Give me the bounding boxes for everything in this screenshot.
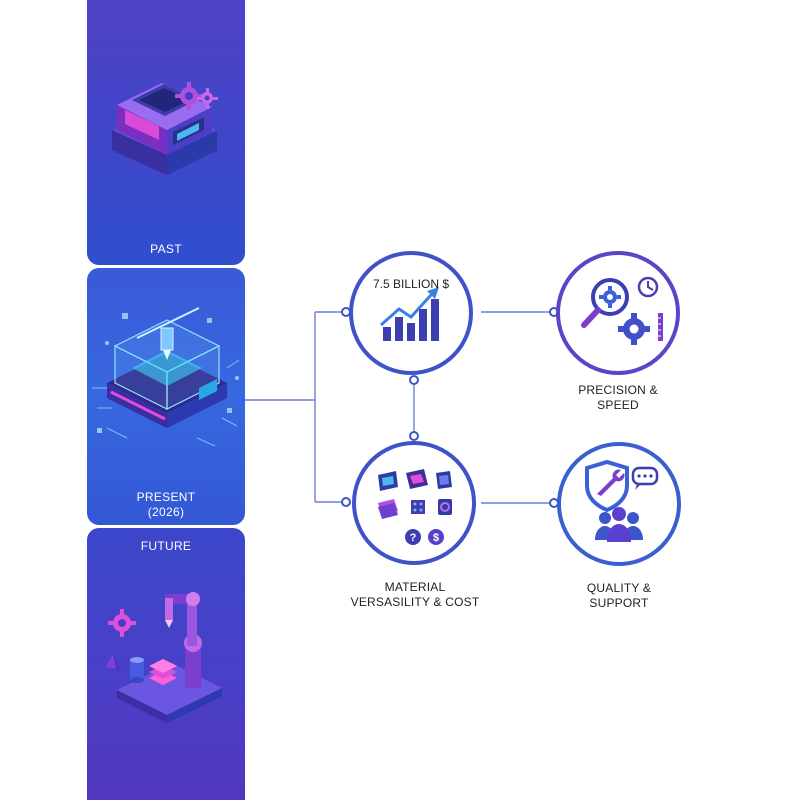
timeline-future-panel: FUTURE [87,528,245,800]
material-label-line1: MATERIAL [384,580,446,594]
future-label: FUTURE [140,539,192,553]
shield-wrench-support-team-icon [585,459,659,542]
material-samples-icon: ? $ [378,469,452,545]
present-label: PRESENT [136,490,196,504]
material-label-line2: VERSASILITY & COST [350,595,480,609]
quality-support-node [557,442,681,566]
legacy-3d-printer-illustration [112,82,218,175]
precision-speed-node [556,251,680,375]
material-cost-node: ? $ [352,441,476,565]
quality-support-label: QUALITY & SUPPORT [586,581,652,610]
svg-text:$: $ [433,532,439,544]
market-size-node: 7.5 BILLION $ [349,251,473,375]
past-label: PAST [150,242,182,256]
market-value-text: 7.5 BILLION $ [373,277,450,291]
robotic-arm-printing-illustration [105,592,222,723]
modern-3d-printer-illustration [92,307,240,447]
svg-text:?: ? [410,532,417,544]
material-cost-label: MATERIAL VERSASILITY & COST [350,580,480,610]
present-year-label: (2026) [147,505,185,519]
precision-speed-label: PRECISION & SPEED [578,383,658,412]
timeline-past-panel: PAST [87,0,245,265]
growth-bar-chart-icon [380,287,439,341]
magnifier-gears-clock-icon [581,276,663,345]
timeline-present-panel: PRESENT (2026) [87,268,245,525]
